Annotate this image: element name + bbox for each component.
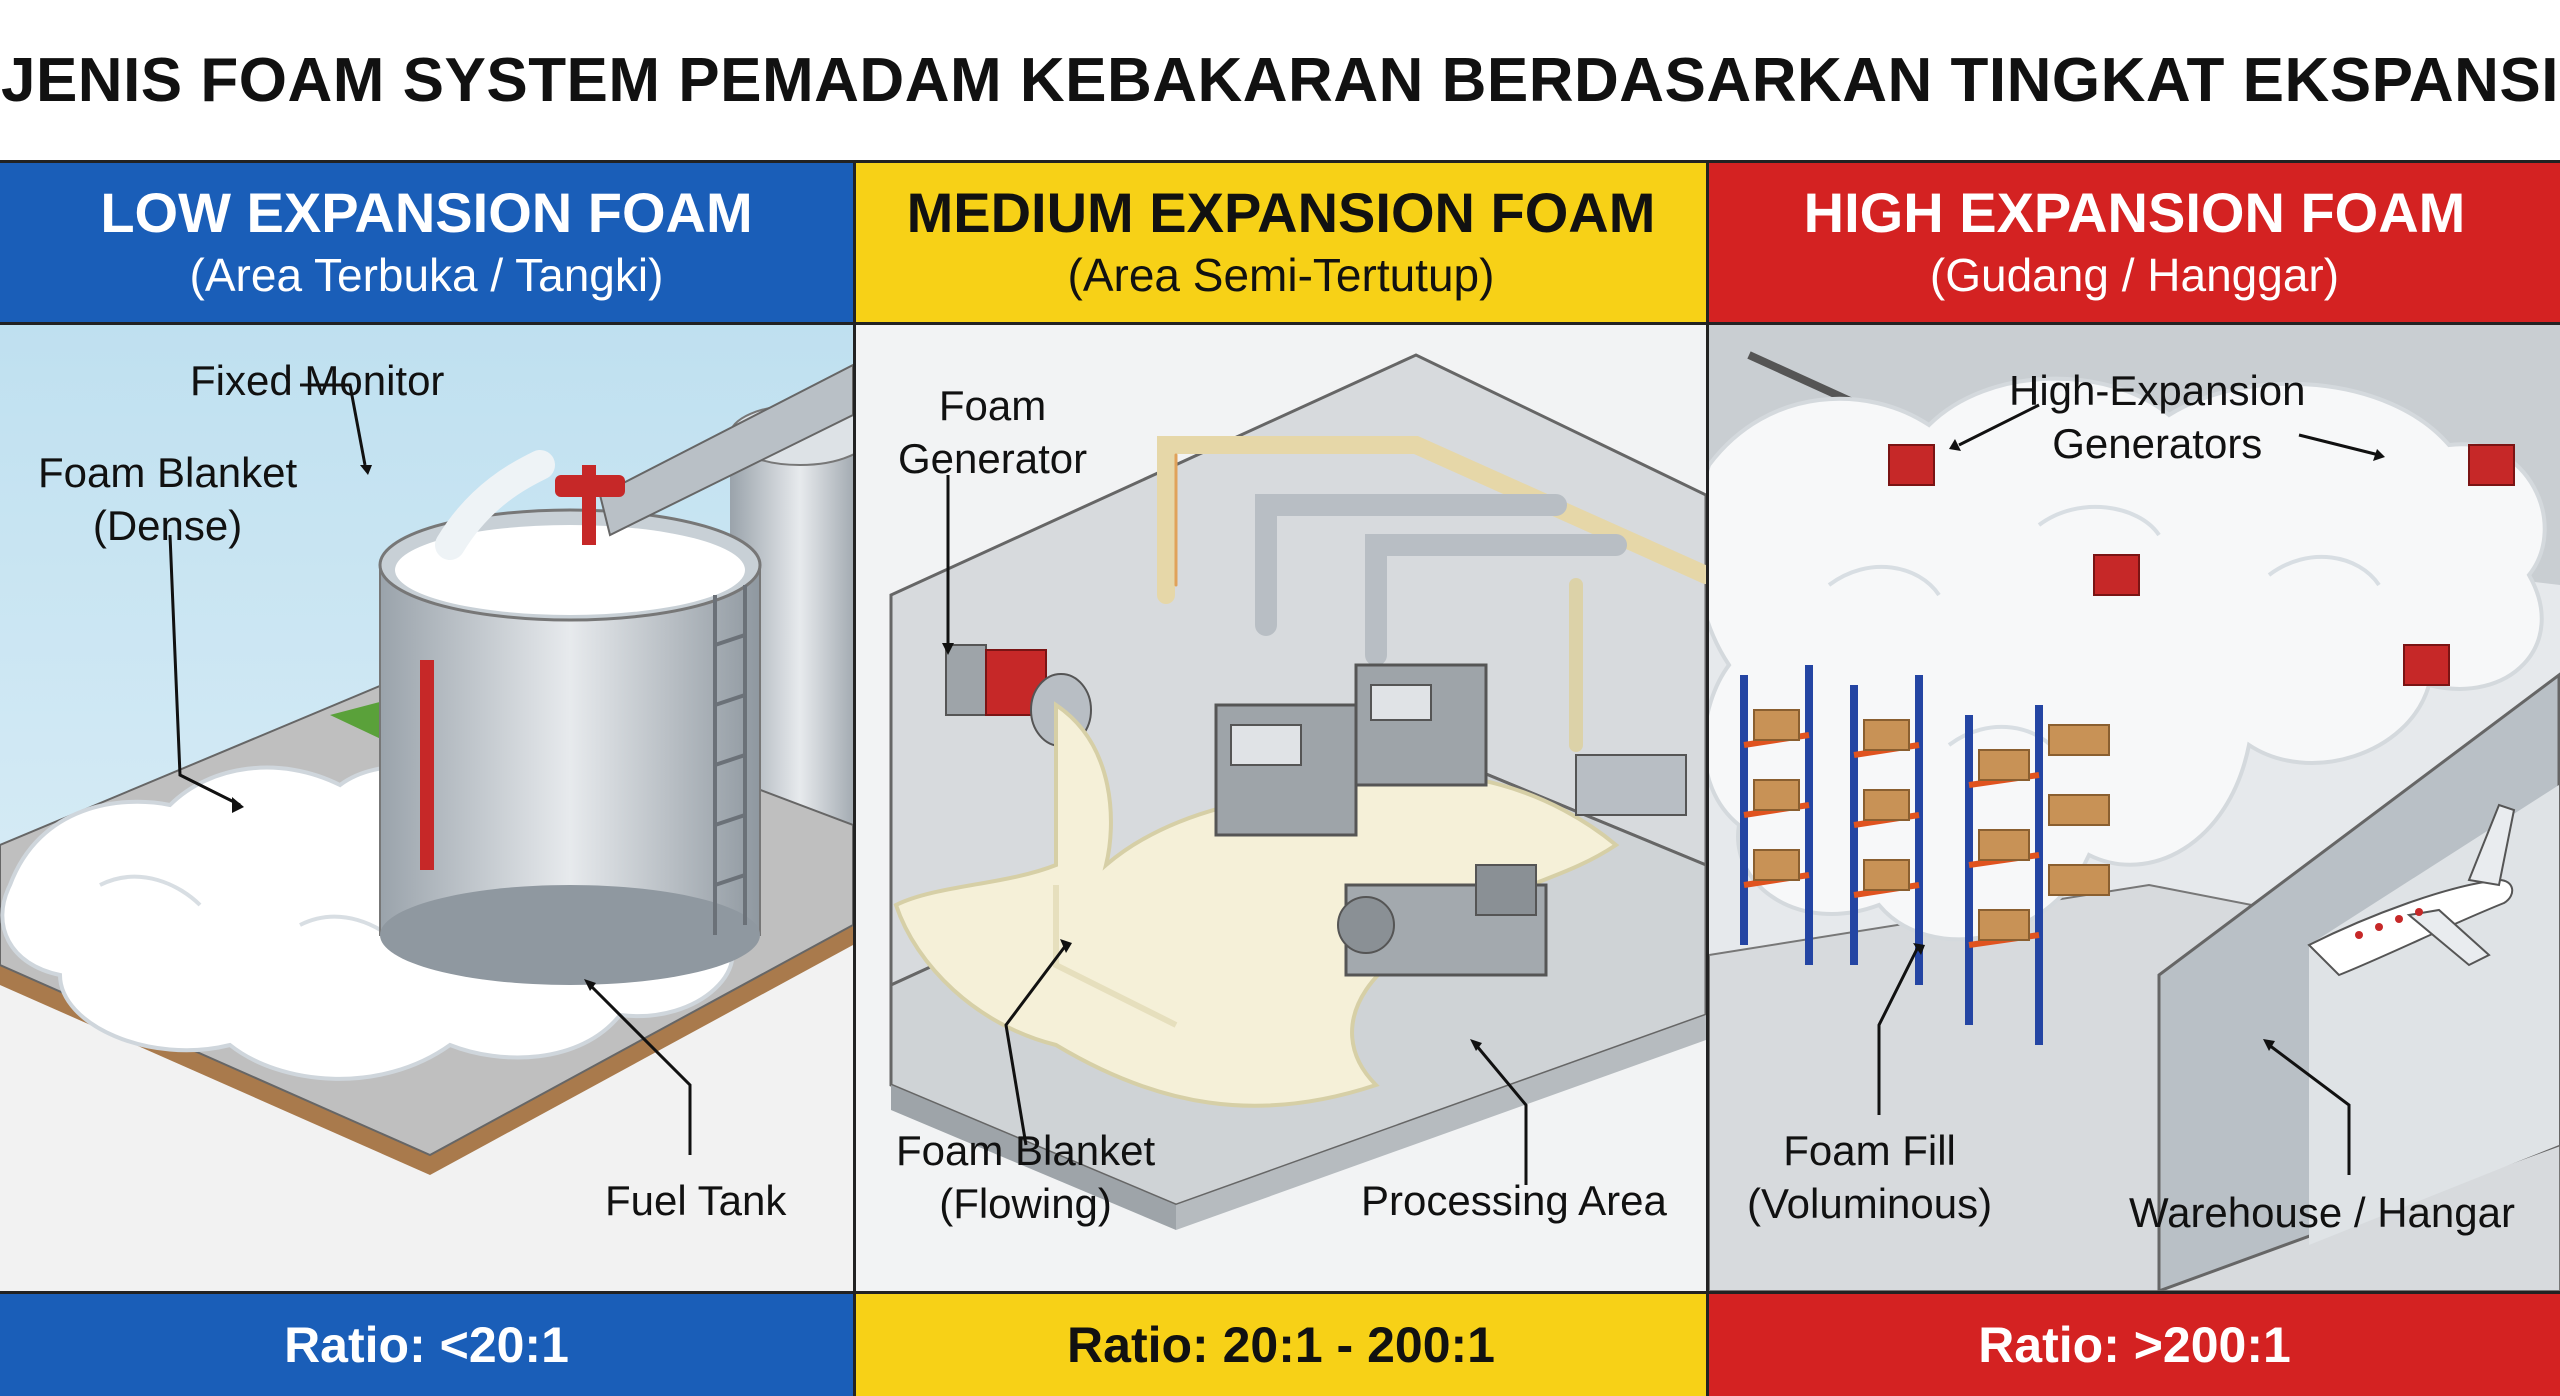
control-machines	[1214, 663, 1687, 977]
label-foam-generator-line1: Foam	[938, 382, 1047, 429]
label-fixed-monitor: Fixed Monitor	[190, 357, 445, 404]
label-foam-fill: Foam Fill (Voluminous)	[1747, 1125, 1992, 1230]
label-foam-blanket: Foam Blanket (Dense)	[38, 447, 297, 552]
panel-header-low: LOW EXPANSION FOAM (Area Terbuka / Tangk…	[0, 160, 853, 325]
panel-high-expansion: HIGH EXPANSION FOAM (Gudang / Hanggar)	[1706, 160, 2560, 1396]
low-expansion-illustration: Fixed Monitor Foam Blanket (Dense) Fuel …	[0, 325, 853, 1291]
fixed-monitor-device	[420, 465, 625, 870]
panel-header-medium: MEDIUM EXPANSION FOAM (Area Semi-Tertutu…	[856, 160, 1706, 325]
label-warehouse-hangar: Warehouse / Hangar	[2129, 1189, 2515, 1236]
warehouse-scene-svg	[1709, 325, 2560, 1291]
panel-heading: HIGH EXPANSION FOAM	[1803, 181, 2466, 245]
panel-subheading: (Area Semi-Tertutup)	[1067, 248, 1495, 301]
label-foam-blanket-line1: Foam Blanket	[38, 449, 298, 496]
high-expansion-generators	[1888, 444, 2515, 686]
label-processing-area: Processing Area	[1361, 1177, 1667, 1224]
page-title: JENIS FOAM SYSTEM PEMADAM KEBAKARAN BERD…	[0, 45, 2560, 115]
label-foam-fill-line1: Foam Fill	[1783, 1127, 1956, 1174]
label-foam-generator-line2: Generator	[898, 434, 1088, 482]
label-generators: High-Expansion Generators	[2009, 365, 2306, 470]
label-generators-line1: High-Expansion	[2009, 367, 2306, 414]
label-fuel-tank: Fuel Tank	[605, 1177, 787, 1224]
storage-racks	[1740, 665, 2110, 1045]
panel-medium-expansion: MEDIUM EXPANSION FOAM (Area Semi-Tertutu…	[853, 160, 1706, 1396]
label-foam-generator: Foam Generator	[898, 380, 1087, 485]
panel-heading: LOW EXPANSION FOAM	[100, 181, 753, 245]
panel-subheading: (Area Terbuka / Tangki)	[189, 248, 664, 301]
tank-scene-svg	[0, 325, 853, 1291]
label-foam-fill-line2: (Voluminous)	[1747, 1179, 1993, 1227]
panel-low-expansion: LOW EXPANSION FOAM (Area Terbuka / Tangk…	[0, 160, 853, 1396]
medium-expansion-illustration: Foam Generator Foam Blanket (Flowing) Pr…	[856, 325, 1706, 1291]
label-generators-line2: Generators	[2052, 419, 2263, 467]
ratio-footer-low: Ratio: <20:1	[0, 1291, 853, 1396]
high-expansion-illustration: High-Expansion Generators Foam Fill (Vol…	[1709, 325, 2560, 1291]
label-foam-blanket-line1: Foam Blanket	[896, 1127, 1156, 1174]
label-foam-blanket-line2: (Dense)	[92, 501, 243, 549]
label-foam-blanket-flowing: Foam Blanket (Flowing)	[896, 1125, 1155, 1230]
airplane	[2307, 803, 2516, 977]
panel-subheading: (Gudang / Hanggar)	[1929, 248, 2340, 301]
panel-header-high: HIGH EXPANSION FOAM (Gudang / Hanggar)	[1709, 160, 2560, 325]
ratio-footer-high: Ratio: >200:1	[1709, 1291, 2560, 1396]
ratio-footer-medium: Ratio: 20:1 - 200:1	[856, 1291, 1706, 1396]
panel-heading: MEDIUM EXPANSION FOAM	[906, 181, 1656, 245]
label-foam-blanket-line2: (Flowing)	[939, 1179, 1112, 1227]
room-scene-svg	[856, 325, 1706, 1291]
